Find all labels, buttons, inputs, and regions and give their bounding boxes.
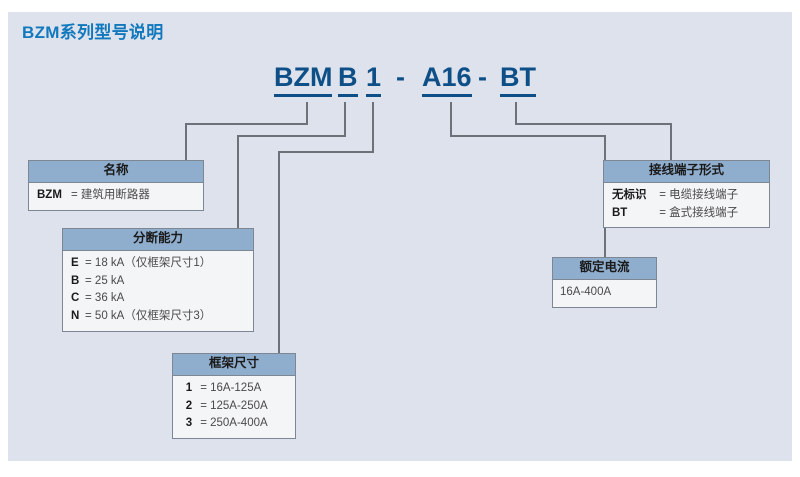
connector-name-seg1 (306, 102, 308, 124)
box-name-header: 名称 (29, 161, 203, 183)
list-item: B = 25 kA (71, 273, 245, 291)
list-item: 2 = 125A-250A (181, 398, 287, 416)
box-breaking-capacity: 分断能力 E = 18 kA（仅框架尺寸1） B = 25 kA C = 36 kA … (62, 228, 254, 332)
connector-current-seg2 (450, 135, 605, 137)
row-value: 250A-400A (210, 417, 268, 430)
list-item: C = 36 kA (71, 290, 245, 308)
row-eq: = (85, 310, 92, 323)
row-key: BZM (37, 188, 62, 201)
list-item: BZM = 建筑用断路器 (37, 187, 195, 205)
box-frame-size-body: 1 = 16A-125A 2 = 125A-250A 3 = 250A-400A (173, 376, 295, 438)
row-value: 建筑用断路器 (80, 188, 150, 201)
row-key: C (71, 292, 80, 305)
connector-terminal-seg2 (515, 123, 671, 125)
row-eq: = (85, 274, 92, 287)
row-key: 1 (185, 381, 193, 394)
connector-breaking-seg1 (344, 102, 346, 136)
box-terminal-type-body: 无标识 = 电缆接线端子 BT = 盒式接线端子 (604, 183, 769, 228)
code-segment-1: 1 (366, 64, 382, 97)
box-terminal-type-header: 接线端子形式 (604, 161, 769, 183)
row-eq: = (85, 256, 92, 269)
row-value: 125A-250A (210, 399, 268, 412)
row-eq: = (200, 399, 207, 412)
box-rated-current-header: 额定电流 (553, 258, 656, 280)
box-breaking-capacity-header: 分断能力 (63, 229, 253, 251)
box-rated-current-value: 16A-400A (560, 285, 612, 298)
row-eq: = (659, 188, 666, 201)
row-value: 36 kA (94, 292, 125, 305)
box-frame-size-header: 框架尺寸 (173, 354, 295, 376)
connector-breaking-seg2 (237, 135, 346, 137)
box-name: 名称 BZM = 建筑用断路器 (28, 160, 204, 211)
connector-frame-seg2 (278, 151, 374, 153)
row-eq: = (200, 381, 207, 394)
row-value: 电缆接线端子 (669, 188, 739, 201)
box-rated-current: 额定电流 16A-400A (552, 257, 657, 308)
row-value: 盒式接线端子 (669, 206, 739, 219)
row-eq: = (659, 206, 666, 219)
row-eq: = (71, 188, 78, 201)
row-value: 16A-125A (210, 381, 262, 394)
page-title: BZM系列型号说明 (22, 23, 164, 42)
code-segment-bt: BT (500, 64, 536, 97)
row-key: E (71, 256, 79, 269)
box-breaking-capacity-body: E = 18 kA（仅框架尺寸1） B = 25 kA C = 36 kA N = 50… (63, 251, 253, 331)
row-value: 25 kA (94, 274, 125, 287)
list-item: N = 50 kA（仅框架尺寸3） (71, 308, 245, 326)
connector-current-seg1 (450, 102, 452, 136)
row-value: 50 kA（仅框架尺寸3） (94, 310, 212, 323)
code-segment-a16: A16 (422, 64, 472, 97)
connector-name-seg2 (185, 123, 308, 125)
row-key: 3 (185, 417, 193, 430)
connector-breaking-seg3 (237, 135, 239, 228)
connector-terminal-seg3 (670, 123, 672, 161)
row-key: 无标识 (612, 188, 647, 201)
code-separator-1: - (396, 62, 405, 92)
box-terminal-type: 接线端子形式 无标识 = 电缆接线端子 BT = 盒式接线端子 (603, 160, 770, 229)
row-key: N (71, 310, 80, 323)
connector-name-seg3 (185, 123, 187, 161)
list-item: E = 18 kA（仅框架尺寸1） (71, 255, 245, 273)
row-value: 18 kA（仅框架尺寸1） (94, 256, 212, 269)
list-item: 3 = 250A-400A (181, 415, 287, 433)
connector-terminal-seg1 (515, 102, 517, 124)
row-key: 2 (185, 399, 193, 412)
list-item: 无标识 = 电缆接线端子 (612, 187, 761, 205)
row-key: BT (612, 206, 628, 219)
row-eq: = (200, 417, 207, 430)
box-frame-size: 框架尺寸 1 = 16A-125A 2 = 125A-250A 3 = 250A… (172, 353, 296, 440)
list-item: 1 = 16A-125A (181, 380, 287, 398)
connector-frame-seg3 (278, 151, 280, 355)
code-segment-bzm: BZM (274, 64, 333, 97)
connector-frame-seg1 (372, 102, 374, 152)
box-name-body: BZM = 建筑用断路器 (29, 183, 203, 210)
row-key: B (71, 274, 80, 287)
row-eq: = (85, 292, 92, 305)
code-separator-2: - (478, 62, 487, 92)
code-segment-b: B (338, 64, 358, 97)
list-item: BT = 盒式接线端子 (612, 205, 761, 223)
